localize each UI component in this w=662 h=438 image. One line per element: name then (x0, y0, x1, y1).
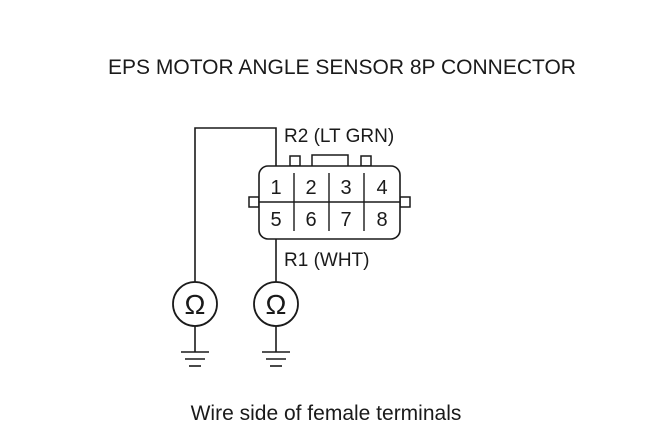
terminal-7: 7 (340, 209, 351, 231)
terminal-5: 5 (270, 209, 281, 231)
terminal-3: 3 (340, 177, 351, 199)
diagram-title: EPS MOTOR ANGLE SENSOR 8P CONNECTOR (108, 56, 576, 79)
ground-icon (181, 326, 209, 367)
terminal-4: 4 (376, 177, 387, 199)
terminal-1: 1 (270, 177, 281, 199)
connector-tab-left (248, 196, 260, 208)
ohm-symbol: Ω (266, 289, 287, 320)
wire-label-r2: R2 (LT GRN) (284, 126, 394, 147)
wire-label-r1: R1 (WHT) (284, 250, 369, 271)
terminal-8: 8 (376, 209, 387, 231)
terminal-2: 2 (305, 177, 316, 199)
terminal-6: 6 (305, 209, 316, 231)
ohm-symbol: Ω (185, 289, 206, 320)
connector-tab-top-right (360, 155, 372, 167)
connector-tab-top-left (289, 155, 301, 167)
ohmmeter-icon: Ω (172, 281, 218, 327)
connector-8p: 1 2 3 4 5 6 7 8 (248, 154, 411, 240)
footer-caption: Wire side of female terminals (191, 402, 462, 425)
ground-icon (262, 326, 290, 367)
wire-r2 (194, 127, 277, 282)
ohmmeter-icon: Ω (253, 281, 299, 327)
connector-tab-right (399, 196, 411, 208)
